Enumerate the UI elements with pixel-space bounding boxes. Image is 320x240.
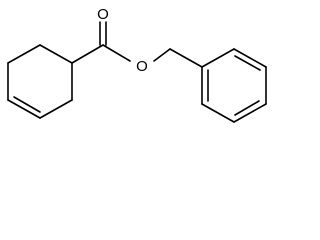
benzene-bond-2	[233, 48, 267, 68]
carbonyl-oxygen-label: O	[97, 6, 109, 23]
benzene-bond-1	[201, 48, 235, 68]
bond-ester-oxygen-to-ch2	[153, 48, 171, 62]
ring-bond-c4-c5	[7, 99, 41, 119]
benzene-bond-5	[201, 103, 235, 123]
ester-group: O O	[71, 6, 203, 75]
ring-double-bond-inner	[13, 96, 41, 113]
ring-bond-c1-c2	[39, 44, 73, 64]
bond-ch2-to-phenyl	[169, 48, 203, 68]
benzene-double-bond-top	[234, 55, 261, 71]
bond-carbonyl-to-ester-oxygen	[102, 44, 131, 62]
structure-canvas: O O	[0, 0, 286, 134]
benzene-ring	[201, 48, 267, 123]
benzene-bond-4	[233, 103, 267, 123]
ring-bond-c2-c3	[7, 44, 41, 64]
bond-ring-to-carbonyl	[71, 44, 104, 64]
ring-bond-c5-c6	[39, 99, 73, 119]
cyclohexene-ring	[7, 44, 73, 119]
ester-oxygen-label: O	[136, 58, 148, 75]
benzene-double-bond-bottom	[234, 100, 260, 116]
benzyl-cyclohexene-carboxylate-structure: O O	[7, 6, 267, 123]
